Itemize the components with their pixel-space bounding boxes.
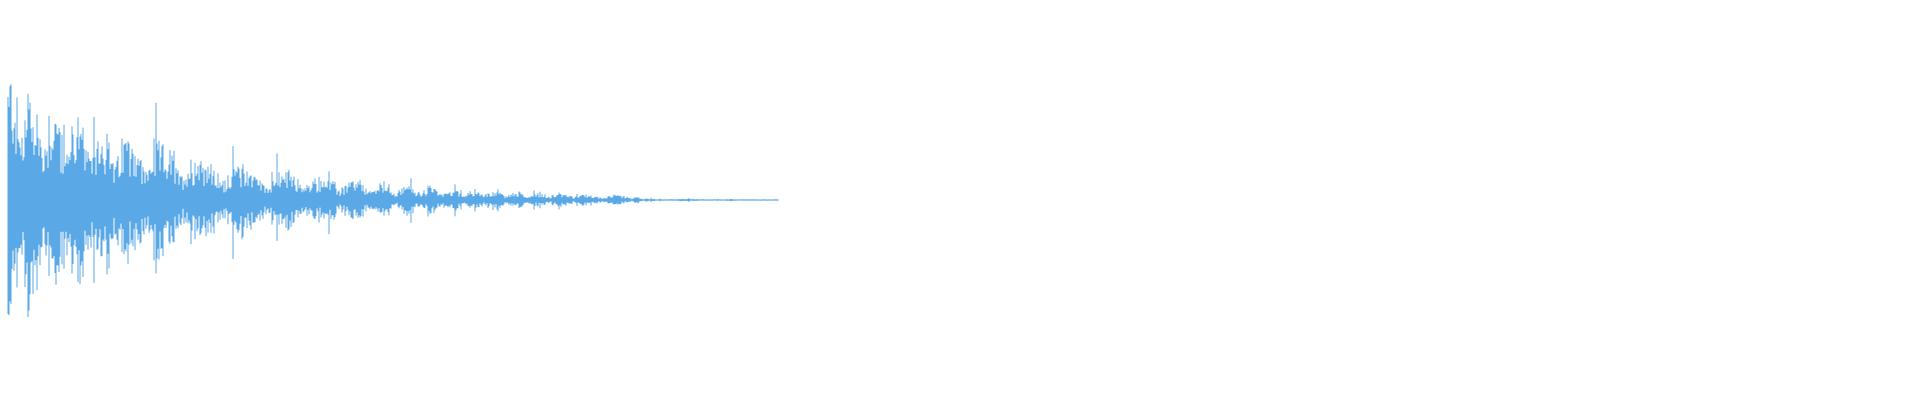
waveform-samples [7,84,779,318]
waveform-path [7,84,779,318]
